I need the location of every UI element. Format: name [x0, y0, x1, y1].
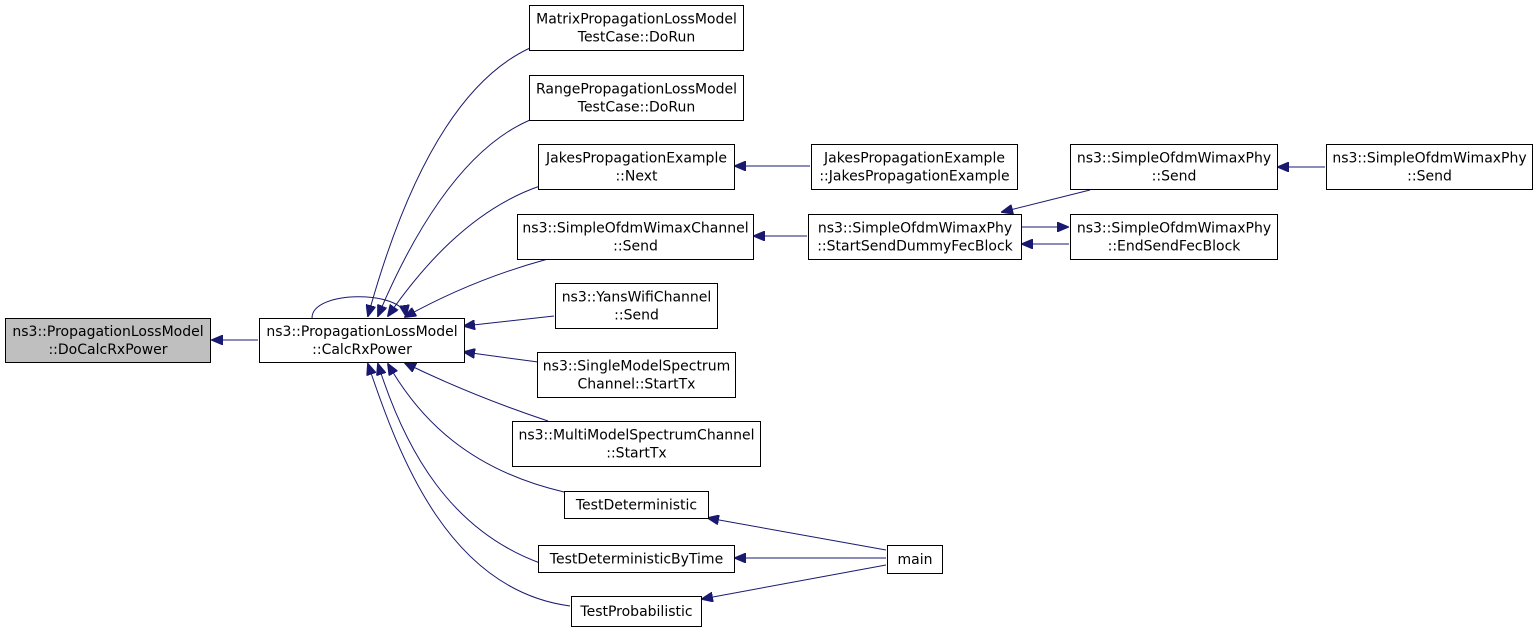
- node-box: [887, 545, 943, 574]
- node-label-line: ns3::SimpleOfdmWimaxChannel: [522, 221, 748, 237]
- node-phySend2[interactable]: ns3::SimpleOfdmWimaxPhy::Send: [1326, 144, 1533, 190]
- edge-main-to-testdet: [708, 518, 887, 551]
- node-box: [564, 491, 709, 519]
- node-label-line: ::DoCalcRxPower: [48, 342, 167, 358]
- node-startDummy[interactable]: ns3::SimpleOfdmWimaxPhy::StartSendDummyF…: [808, 214, 1022, 260]
- node-box: [811, 144, 1018, 190]
- node-label-line: ::Send: [1407, 169, 1452, 185]
- node-testDet[interactable]: TestDeterministic: [564, 491, 709, 519]
- node-label-line: JakesPropagationExample: [545, 151, 727, 167]
- node-label-line: ns3::SimpleOfdmWimaxPhy: [1332, 151, 1526, 167]
- node-label-line: TestCase::DoRun: [577, 100, 695, 116]
- node-box: [517, 214, 754, 260]
- node-label-line: ::JakesPropagationExample: [819, 169, 1009, 185]
- edge-range-to-calc: [378, 119, 531, 316]
- node-label-line: ::Send: [1152, 169, 1197, 185]
- node-testProb[interactable]: TestProbabilistic: [571, 596, 702, 627]
- node-label-line: ns3::PropagationLossModel: [266, 324, 457, 340]
- node-matrix[interactable]: MatrixPropagationLossModelTestCase::DoRu…: [529, 5, 744, 51]
- node-label-line: MatrixPropagationLossModel: [536, 12, 737, 28]
- node-label-line: ::EndSendFecBlock: [1108, 239, 1242, 255]
- node-label-line: TestDeterministicByTime: [549, 552, 723, 568]
- node-label-line: ns3::PropagationLossModel: [12, 324, 203, 340]
- edge-calc-self-loop: [311, 296, 406, 319]
- node-box: [571, 596, 702, 627]
- node-label-line: ::CalcRxPower: [312, 342, 412, 358]
- edge-testdet-to-calc: [388, 364, 565, 493]
- node-box: [538, 144, 735, 190]
- node-box: [1070, 214, 1278, 260]
- nodes: ns3::PropagationLossModel::DoCalcRxPower…: [5, 5, 1533, 627]
- node-label-line: ns3::MultiModelSpectrumChannel: [518, 428, 754, 444]
- node-endSend[interactable]: ns3::SimpleOfdmWimaxPhy::EndSendFecBlock: [1070, 214, 1278, 260]
- edge-physend1-to-startdummy: [1002, 189, 1091, 212]
- node-jakesNext[interactable]: JakesPropagationExample::Next: [538, 144, 735, 190]
- node-box: [5, 318, 211, 363]
- node-label-line: ns3::SingleModelSpectrum: [543, 359, 730, 375]
- edge-single-to-calc: [464, 352, 539, 363]
- node-box: [538, 545, 735, 573]
- node-box: [512, 421, 761, 467]
- edge-jakesnext-to-calc: [388, 185, 541, 316]
- edge-yans-to-calc: [464, 315, 555, 326]
- node-label-line: Channel::StartTx: [578, 377, 696, 393]
- node-yans[interactable]: ns3::YansWifiChannel::Send: [555, 283, 718, 329]
- node-testDetTime[interactable]: TestDeterministicByTime: [538, 545, 735, 573]
- node-label-line: ::Next: [615, 169, 658, 185]
- node-label-line: ::StartSendDummyFecBlock: [817, 239, 1013, 255]
- node-box: [555, 283, 718, 329]
- node-phySend1[interactable]: ns3::SimpleOfdmWimaxPhy::Send: [1070, 144, 1278, 190]
- node-label-line: TestDeterministic: [575, 498, 697, 514]
- node-label-line: main: [898, 552, 933, 568]
- edge-main-to-testprob: [702, 564, 887, 599]
- node-label-line: ns3::SimpleOfdmWimaxPhy: [818, 221, 1012, 237]
- node-label-line: RangePropagationLossModel: [536, 82, 737, 98]
- node-box: [259, 318, 465, 363]
- node-main[interactable]: main: [887, 545, 943, 574]
- edge-testprob-to-calc: [368, 364, 571, 607]
- node-label-line: TestProbabilistic: [579, 604, 692, 620]
- node-label-line: TestCase::DoRun: [577, 30, 695, 46]
- edge-matrix-to-calc: [368, 47, 531, 316]
- edge-ofdmchan-to-calc: [405, 258, 549, 317]
- edge-testdettime-to-calc: [378, 364, 541, 564]
- node-ofdmChanSend[interactable]: ns3::SimpleOfdmWimaxChannel::Send: [517, 214, 754, 260]
- node-box: [537, 352, 736, 398]
- node-box: [529, 5, 744, 51]
- node-box: [808, 214, 1022, 260]
- node-label-line: ns3::SimpleOfdmWimaxPhy: [1077, 221, 1271, 237]
- node-multi[interactable]: ns3::MultiModelSpectrumChannel::StartTx: [512, 421, 761, 467]
- node-label-line: ::StartTx: [606, 446, 666, 462]
- node-box: [1070, 144, 1278, 190]
- node-label-line: JakesPropagationExample: [823, 151, 1005, 167]
- node-label-line: ns3::SimpleOfdmWimaxPhy: [1077, 151, 1271, 167]
- node-calc[interactable]: ns3::PropagationLossModel::CalcRxPower: [259, 318, 465, 363]
- node-label-line: ::Send: [614, 308, 659, 324]
- node-label-line: ::Send: [613, 239, 658, 255]
- node-box: [1326, 144, 1533, 190]
- node-label-line: ns3::YansWifiChannel: [562, 290, 712, 306]
- edge-multi-to-calc: [405, 363, 549, 422]
- node-jakesCtor[interactable]: JakesPropagationExample::JakesPropagatio…: [811, 144, 1018, 190]
- node-docalc: ns3::PropagationLossModel::DoCalcRxPower: [5, 318, 211, 363]
- node-box: [529, 75, 744, 121]
- edges: [212, 47, 1325, 607]
